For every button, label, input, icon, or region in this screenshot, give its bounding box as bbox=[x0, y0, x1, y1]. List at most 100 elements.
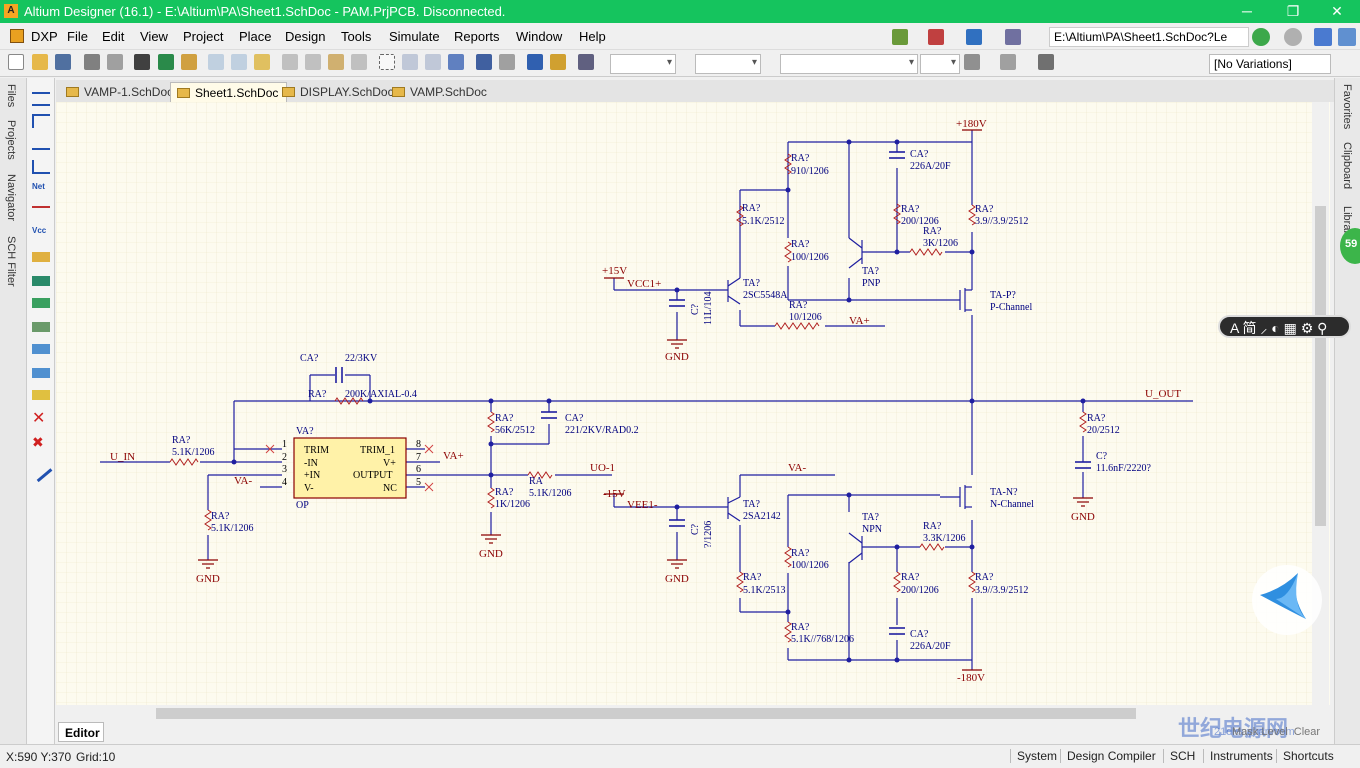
line-style-icon[interactable] bbox=[1000, 54, 1016, 70]
forward-icon[interactable] bbox=[1284, 28, 1302, 46]
tab-sheet1[interactable]: Sheet1.SchDoc bbox=[170, 82, 288, 102]
minimize-button[interactable]: ─ bbox=[1242, 3, 1252, 19]
mask-level[interactable]: Mask Level Clear bbox=[1232, 726, 1320, 738]
path-field[interactable]: E:\Altium\PA\Sheet1.SchDoc?Le bbox=[1049, 27, 1249, 47]
tab-projects[interactable]: Projects bbox=[5, 120, 17, 160]
schematic-drawing[interactable]: +180V -180V +15V -15V GND GND GND GND GN… bbox=[56, 102, 1312, 705]
panel-system[interactable]: System bbox=[1010, 749, 1057, 763]
cross-probe-icon[interactable] bbox=[550, 54, 566, 70]
combo-1[interactable] bbox=[610, 54, 676, 74]
variations-dropdown[interactable]: [No Variations] bbox=[1209, 54, 1331, 74]
power-port-icon[interactable] bbox=[966, 29, 982, 45]
notification-badge[interactable]: 59 bbox=[1340, 228, 1360, 264]
combo-4[interactable] bbox=[920, 54, 960, 74]
port-icon[interactable] bbox=[32, 390, 50, 400]
part-icon[interactable] bbox=[32, 252, 50, 262]
horizontal-scroll-thumb[interactable] bbox=[156, 708, 1136, 719]
select-area-icon[interactable] bbox=[379, 54, 395, 70]
arrange-icon[interactable] bbox=[1038, 54, 1054, 70]
vcc-port-icon[interactable]: Vcc bbox=[32, 226, 47, 235]
home-icon[interactable] bbox=[1314, 28, 1332, 46]
no-erc-icon[interactable]: ✕ bbox=[32, 410, 46, 427]
back-icon[interactable] bbox=[1252, 28, 1270, 46]
harness-entry-icon[interactable] bbox=[32, 368, 50, 378]
panel-shortcuts[interactable]: Shortcuts bbox=[1276, 749, 1334, 763]
deselect-icon[interactable] bbox=[425, 54, 441, 70]
board-icon[interactable] bbox=[158, 54, 174, 70]
tab-display[interactable]: DISPLAY.SchDoc bbox=[276, 82, 402, 102]
zoom-fit-icon[interactable] bbox=[208, 54, 224, 70]
menu-tools[interactable]: Tools bbox=[341, 29, 372, 44]
bird-logo-icon[interactable] bbox=[1252, 565, 1322, 635]
tab-files[interactable]: Files bbox=[5, 84, 17, 108]
net-label-icon[interactable]: Net bbox=[32, 182, 45, 191]
tab-navigator[interactable]: Navigator bbox=[5, 174, 17, 222]
device-sheet-icon[interactable] bbox=[32, 322, 50, 332]
move-icon[interactable] bbox=[402, 54, 418, 70]
menu-edit[interactable]: Edit bbox=[102, 29, 125, 44]
zoom-selected-icon[interactable] bbox=[254, 54, 270, 70]
zoom-area-icon[interactable] bbox=[231, 54, 247, 70]
tab-vamp[interactable]: VAMP.SchDoc bbox=[386, 82, 495, 102]
tab-vamp1[interactable]: VAMP-1.SchDoc bbox=[60, 82, 181, 102]
open-icon[interactable] bbox=[32, 54, 48, 70]
menu-help[interactable]: Help bbox=[579, 29, 606, 44]
align-icon[interactable] bbox=[928, 29, 944, 45]
line-width-icon[interactable] bbox=[964, 54, 980, 70]
tab-libraries[interactable]: Librar bbox=[1341, 206, 1353, 235]
ime-toolbar[interactable]: A 简 ⸝ ◐ ▦ ⚙ ⚲ bbox=[1218, 315, 1351, 338]
menu-file[interactable]: File bbox=[67, 29, 88, 44]
undo-icon[interactable] bbox=[476, 54, 492, 70]
schematic-canvas[interactable]: +180V -180V +15V -15V GND GND GND GND GN… bbox=[56, 102, 1330, 705]
sheet-entry-icon[interactable] bbox=[32, 298, 50, 308]
print-icon[interactable] bbox=[84, 54, 100, 70]
panel-sch[interactable]: SCH bbox=[1163, 749, 1195, 763]
menu-dxp[interactable]: DXP bbox=[31, 29, 58, 44]
menu-window[interactable]: Window bbox=[516, 29, 563, 44]
pen-icon[interactable] bbox=[29, 459, 53, 483]
cut-icon[interactable] bbox=[282, 54, 298, 70]
combo-3[interactable] bbox=[780, 54, 918, 74]
vertical-scrollbar[interactable] bbox=[1312, 102, 1329, 705]
horizontal-scrollbar[interactable] bbox=[56, 705, 1330, 722]
bus-icon[interactable] bbox=[32, 92, 50, 106]
menu-reports[interactable]: Reports bbox=[454, 29, 500, 44]
close-button[interactable]: ✕ bbox=[1331, 3, 1343, 19]
menu-place[interactable]: Place bbox=[239, 29, 272, 44]
vertical-scroll-thumb[interactable] bbox=[1315, 206, 1326, 526]
menu-design[interactable]: Design bbox=[285, 29, 326, 44]
paste-icon[interactable] bbox=[328, 54, 344, 70]
harness-icon[interactable] bbox=[32, 160, 50, 174]
maximize-button[interactable]: ❐ bbox=[1286, 3, 1300, 19]
save-icon[interactable] bbox=[55, 54, 71, 70]
harness-connector-icon[interactable] bbox=[32, 344, 50, 354]
copy-icon[interactable] bbox=[305, 54, 321, 70]
combo-2[interactable] bbox=[695, 54, 761, 74]
gnd-port-icon[interactable] bbox=[32, 206, 50, 220]
menu-project[interactable]: Project bbox=[183, 29, 224, 44]
print-preview-icon[interactable] bbox=[107, 54, 123, 70]
panel-instruments[interactable]: Instruments bbox=[1203, 749, 1273, 763]
compile-mask-icon[interactable]: ✖ bbox=[32, 434, 44, 450]
redo-icon[interactable] bbox=[499, 54, 515, 70]
folder-icon[interactable] bbox=[181, 54, 197, 70]
new-icon[interactable] bbox=[8, 54, 24, 70]
links-icon[interactable] bbox=[1338, 28, 1356, 46]
tab-clipboard[interactable]: Clipboard bbox=[1341, 142, 1353, 190]
clear-filter-icon[interactable] bbox=[448, 54, 464, 70]
editor-tab[interactable]: Editor bbox=[58, 722, 104, 742]
menu-view[interactable]: View bbox=[140, 29, 168, 44]
menu-simulate[interactable]: Simulate bbox=[389, 29, 440, 44]
3d-icon[interactable] bbox=[134, 54, 150, 70]
clear-button[interactable]: Clear bbox=[1293, 726, 1321, 738]
rubber-stamp-icon[interactable] bbox=[351, 54, 367, 70]
sheet-symbol-icon[interactable] bbox=[32, 276, 50, 286]
browse-components-icon[interactable] bbox=[578, 54, 594, 70]
tab-sch-filter[interactable]: SCH Filter bbox=[5, 236, 17, 287]
grid-icon[interactable] bbox=[1005, 29, 1021, 45]
bus-entry-icon[interactable] bbox=[32, 114, 50, 128]
opamp-body[interactable] bbox=[293, 437, 407, 499]
tab-favorites[interactable]: Favorites bbox=[1341, 84, 1353, 130]
hierarchy-icon[interactable] bbox=[527, 54, 543, 70]
wire-icon[interactable] bbox=[32, 136, 50, 150]
